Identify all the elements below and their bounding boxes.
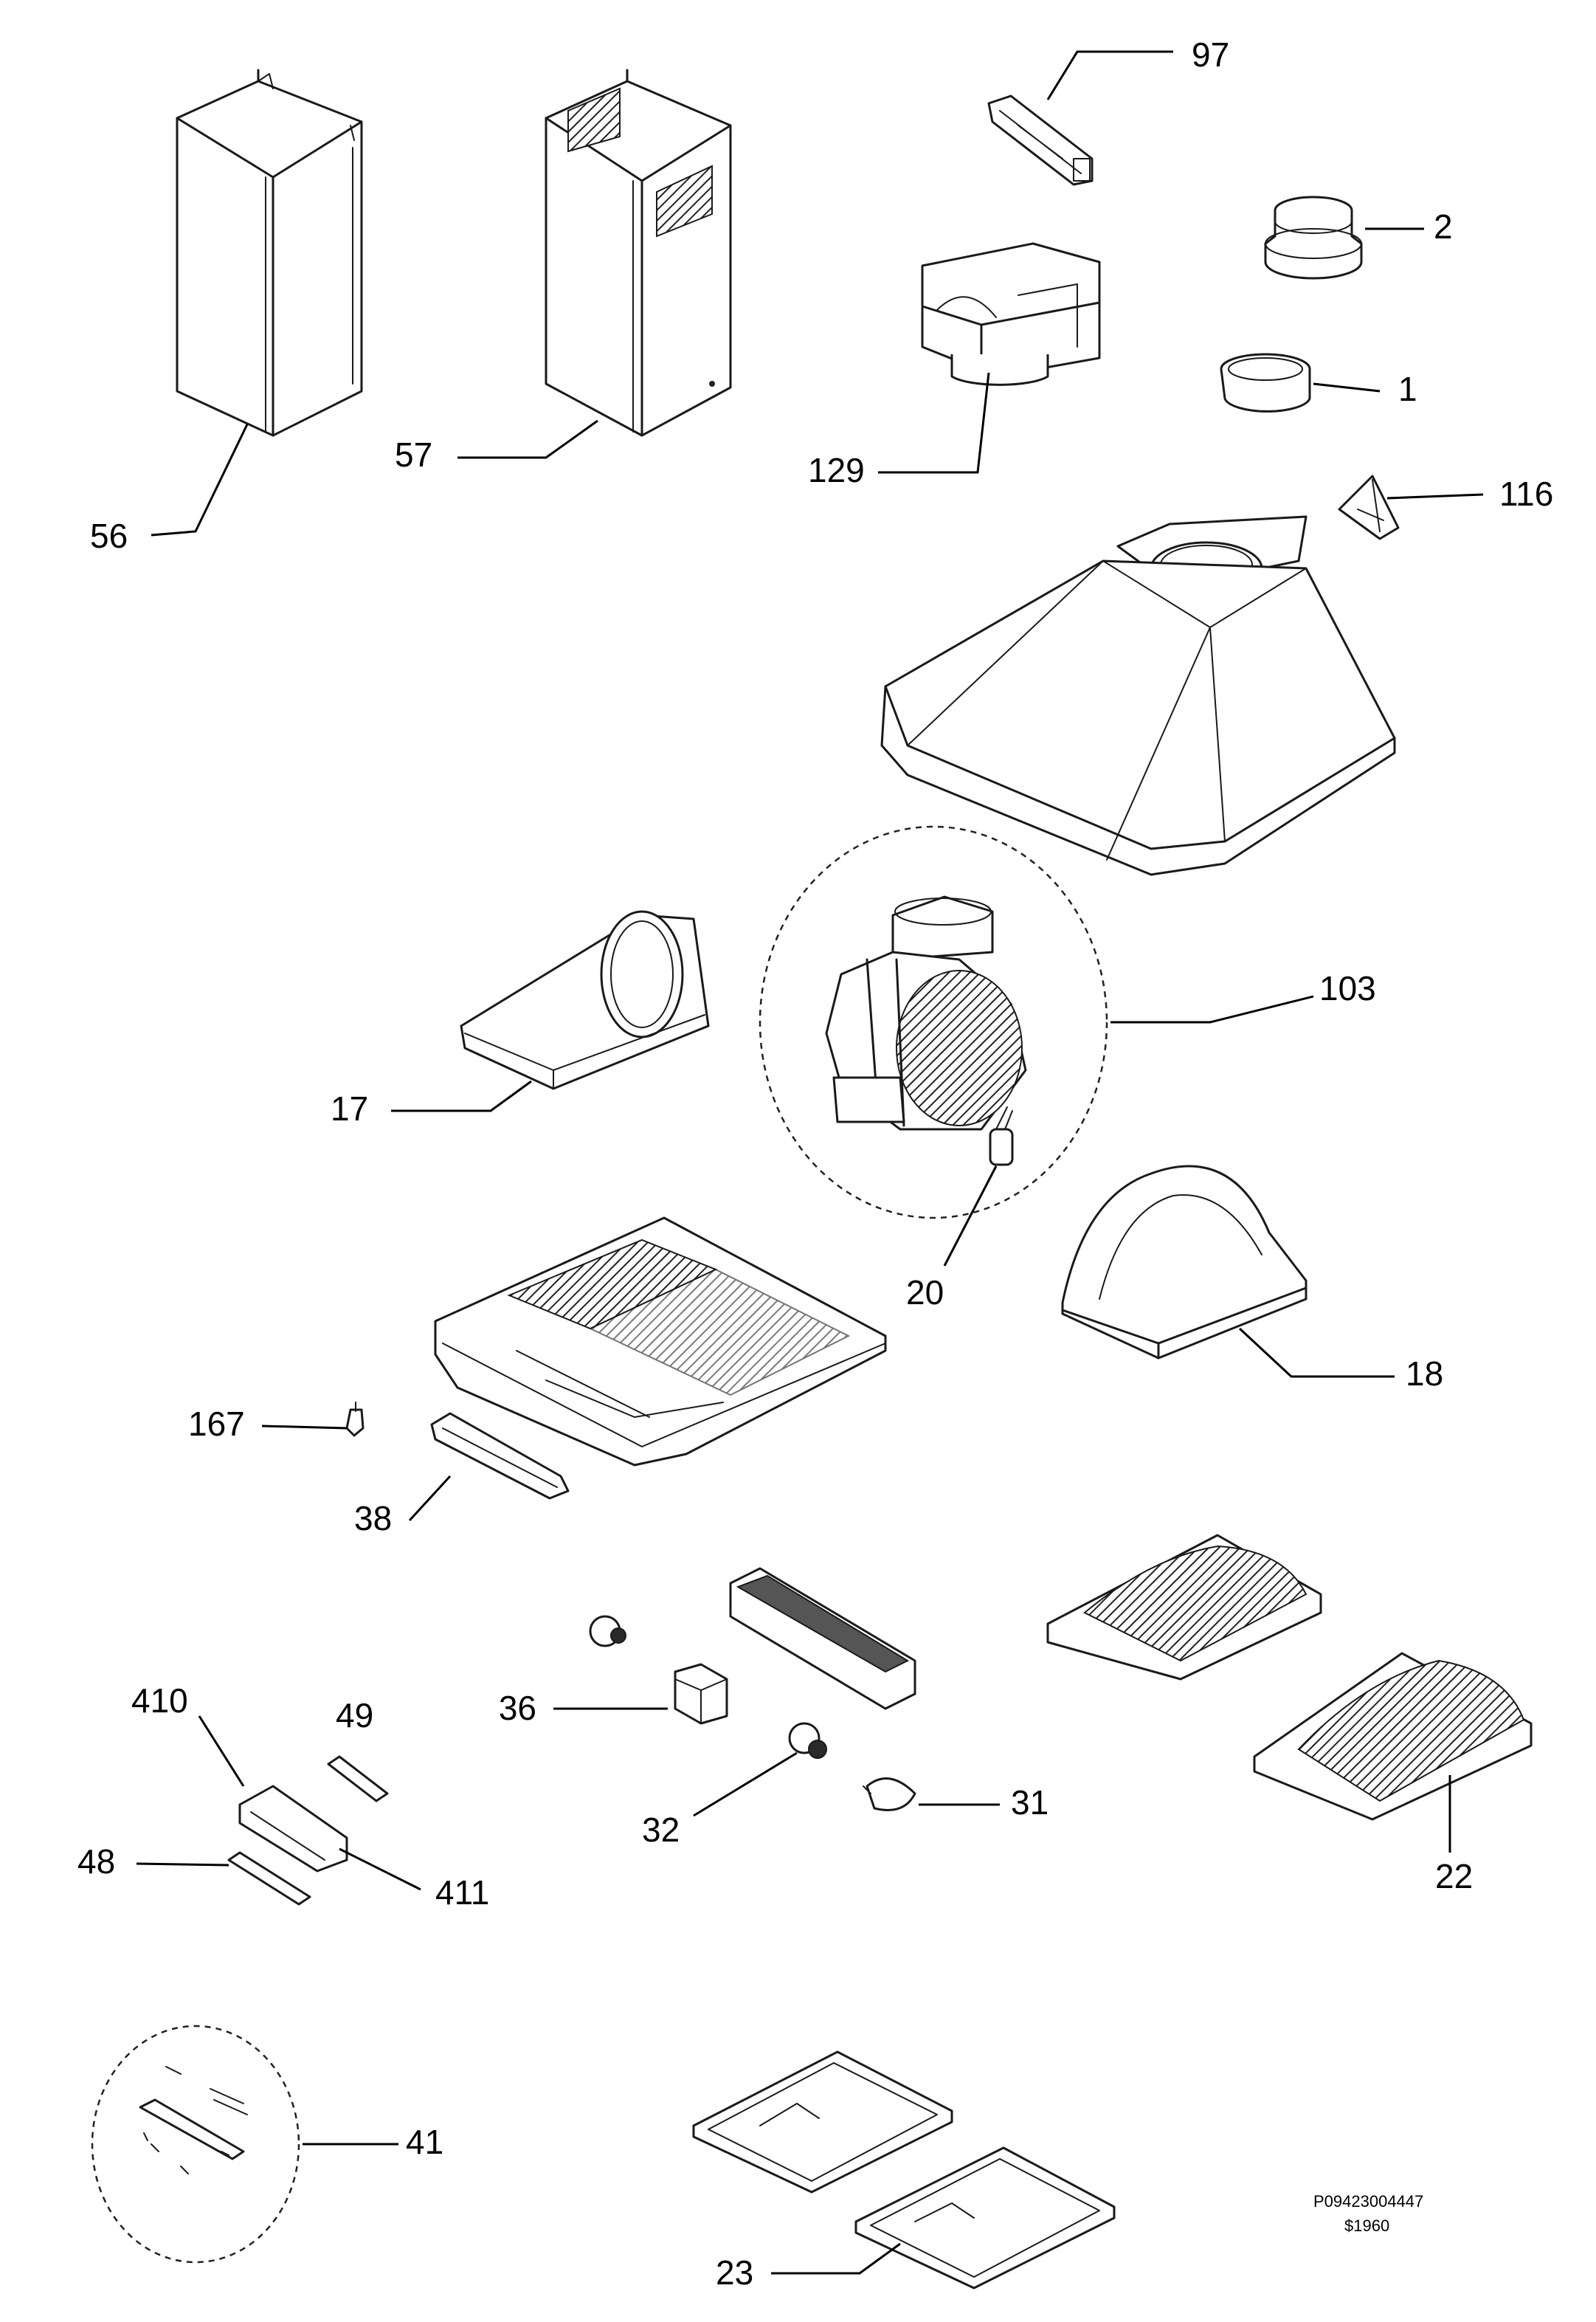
label-410: 410 xyxy=(131,1681,188,1720)
label-129: 129 xyxy=(808,451,865,489)
part-22-upper-grease-filter[interactable] xyxy=(1046,1534,1322,1681)
label-38: 38 xyxy=(354,1499,392,1537)
part-32-lamp-holder[interactable] xyxy=(788,1722,827,1759)
part-48-bracket[interactable] xyxy=(227,1851,311,1906)
label-23: 23 xyxy=(716,2253,753,2292)
part-31-bulb[interactable] xyxy=(863,1777,916,1811)
leader-lines xyxy=(136,50,1484,2275)
part-38-light-diffuser[interactable] xyxy=(430,1412,570,1500)
part-116-clip[interactable] xyxy=(1338,475,1400,540)
drawing-code-block: P09423004447 $1960 xyxy=(1313,2192,1423,2235)
label-1: 1 xyxy=(1398,370,1417,408)
part-129-damper-duct[interactable] xyxy=(921,242,1101,386)
label-167: 167 xyxy=(188,1405,245,1443)
part-2-duct-adaptor[interactable] xyxy=(1264,196,1363,280)
part-20-capacitor[interactable] xyxy=(989,1106,1014,1166)
part-103-motor-unit[interactable] xyxy=(759,825,1108,1219)
label-18: 18 xyxy=(1406,1354,1443,1393)
part-1-collar-ring[interactable] xyxy=(1220,353,1311,413)
part-57-chimney-cover-vented[interactable] xyxy=(545,69,732,437)
part-23-lower-filter[interactable] xyxy=(854,2146,1116,2290)
label-103: 103 xyxy=(1319,969,1376,1007)
label-20: 20 xyxy=(906,1273,944,1312)
label-56: 56 xyxy=(90,517,128,555)
part-36-switch[interactable] xyxy=(674,1663,728,1725)
part-filter-frame-assembly[interactable] xyxy=(434,1216,887,1467)
label-41: 41 xyxy=(406,2123,443,2161)
part-22-lower-grease-filter[interactable] xyxy=(1253,1652,1533,1821)
part-18-air-guide[interactable] xyxy=(1061,1165,1307,1360)
label-97: 97 xyxy=(1192,35,1229,74)
sheet-code: $1960 xyxy=(1344,2216,1389,2235)
part-canopy-hood-body[interactable] xyxy=(880,515,1396,876)
part-control-panel[interactable] xyxy=(729,1567,916,1710)
part-number-labels: 97 2 1 129 116 56 57 103 17 20 18 167 38… xyxy=(77,35,1553,2292)
part-41-fixing-kit[interactable] xyxy=(91,2025,300,2264)
part-410-control-board-box[interactable] xyxy=(238,1785,348,1873)
part-97-mounting-bracket[interactable] xyxy=(987,94,1094,186)
drawing-code: P09423004447 xyxy=(1313,2192,1423,2211)
label-2: 2 xyxy=(1434,207,1453,246)
label-32: 32 xyxy=(642,1811,680,1849)
part-167-screw[interactable] xyxy=(345,1402,365,1437)
label-22: 22 xyxy=(1435,1857,1473,1895)
label-31: 31 xyxy=(1011,1783,1049,1822)
label-36: 36 xyxy=(499,1689,536,1727)
label-116: 116 xyxy=(1499,475,1553,513)
label-49: 49 xyxy=(336,1696,373,1734)
label-57: 57 xyxy=(395,435,432,474)
part-knob[interactable] xyxy=(589,1615,626,1647)
part-49-bracket[interactable] xyxy=(327,1755,389,1802)
part-23-upper-filter[interactable] xyxy=(692,2050,953,2194)
label-17: 17 xyxy=(331,1089,368,1128)
part-56-chimney-cover[interactable] xyxy=(176,69,363,437)
part-17-air-guide[interactable] xyxy=(460,910,710,1090)
label-411: 411 xyxy=(435,1873,489,1912)
label-48: 48 xyxy=(77,1842,115,1881)
